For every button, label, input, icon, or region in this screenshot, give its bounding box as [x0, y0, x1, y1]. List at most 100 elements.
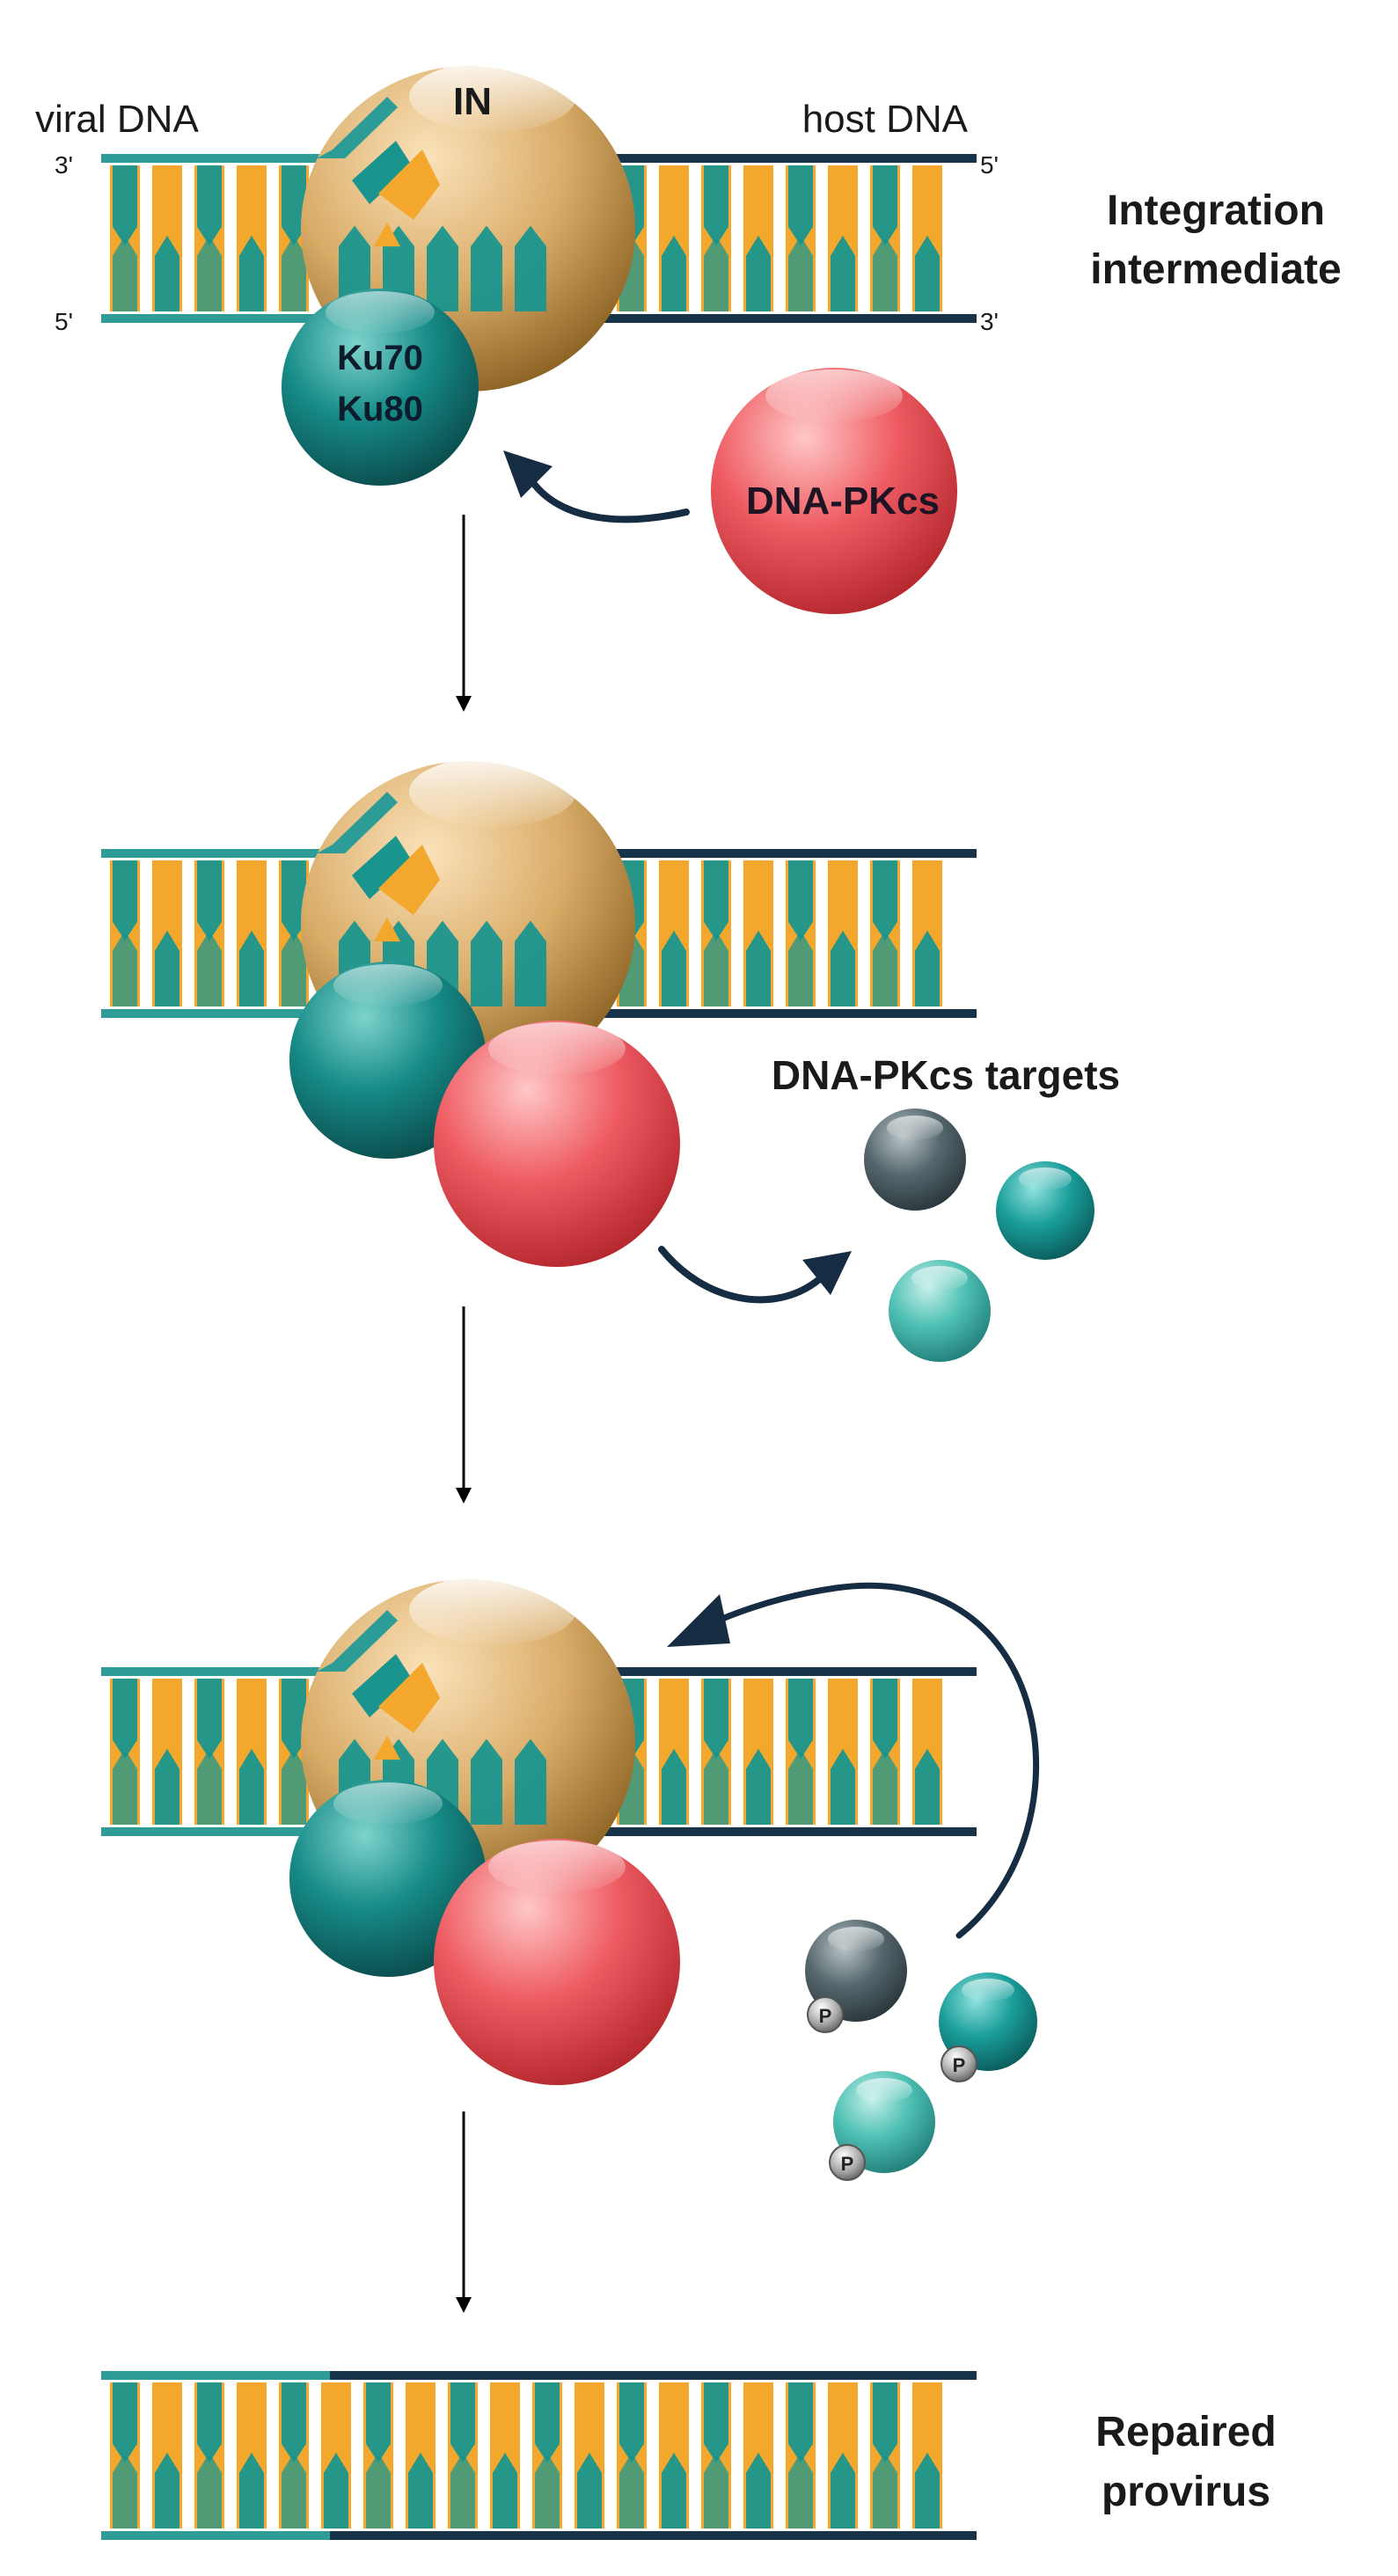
base-pair-teal [155, 1748, 179, 1825]
integration-title-line2: intermediate [1090, 246, 1341, 293]
base-pair-teal [788, 930, 813, 1006]
base-pair-teal [704, 2382, 728, 2463]
ku-protein [289, 1780, 487, 1977]
base-pair [374, 222, 400, 247]
base-pair-teal [197, 235, 222, 311]
dna-pkcs-protein [434, 1021, 680, 1267]
in-label: IN [453, 80, 492, 123]
bead-highlight [887, 1116, 943, 1140]
base-pair-teal [113, 2382, 137, 2463]
base-pair-teal [788, 2452, 813, 2528]
base-pair-teal [282, 235, 306, 311]
base-pair-teal [831, 930, 855, 1006]
phospho-tag: P [941, 2045, 977, 2082]
base-pair-teal [619, 2382, 644, 2463]
base-pair-teal [427, 225, 458, 311]
protein-highlight [765, 370, 903, 422]
base-pair-teal [471, 1738, 502, 1825]
host-strand-top [563, 1667, 977, 1676]
base-pair-teal [873, 235, 897, 311]
base-pair-teal [282, 2382, 306, 2463]
base-pair-teal [915, 2452, 940, 2528]
base-pair-teal [535, 2382, 560, 2463]
base-pair-teal [873, 2452, 897, 2528]
base-pair-teal [619, 2452, 644, 2528]
base-pair-teal [746, 930, 771, 1006]
base-pair-teal [282, 930, 306, 1006]
integration-title-line1: Integration [1107, 187, 1325, 234]
base-pair-teal [239, 2452, 264, 2528]
protein-highlight [333, 1782, 443, 1825]
viral-strand-top [101, 849, 330, 858]
dna-pkcs-protein [711, 368, 957, 614]
bead-highlight [911, 1266, 968, 1291]
base-pair-teal [662, 235, 686, 311]
base-pair-teal [704, 1679, 728, 1760]
dna-ladder [101, 1667, 977, 1836]
phospho-tag-label: P [841, 2153, 854, 2175]
base-pair-teal [239, 235, 264, 311]
base-pair-teal [788, 1679, 813, 1760]
base-pair-teal [704, 235, 728, 311]
base-pair-teal [239, 1748, 264, 1825]
host-strand-top [563, 849, 977, 858]
target-mint-phosphorylated [833, 2071, 935, 2173]
base-pair-teal [197, 1679, 222, 1760]
protein-highlight [409, 757, 576, 827]
base-pair-teal [197, 2382, 222, 2463]
target-gray [864, 1109, 966, 1211]
feedback-arrowhead [667, 1594, 730, 1647]
protein-highlight [326, 291, 435, 333]
protein-highlight [488, 1022, 626, 1075]
target-mint [889, 1260, 991, 1362]
dna-pkcs-targets-label: DNA-PKcs targets [772, 1052, 1120, 1098]
base-pair-teal [113, 1748, 137, 1825]
base-pair-teal [408, 2452, 433, 2528]
base-pair-teal [873, 930, 897, 1006]
base-pair-teal [352, 141, 412, 204]
base-pair-teal [471, 225, 502, 311]
base-pair-teal [282, 165, 306, 246]
target-gray-phosphorylated [805, 1920, 907, 2022]
base-pair [378, 150, 440, 220]
base-pair-teal [366, 2382, 391, 2463]
base-pair-teal [535, 2452, 560, 2528]
viral-3-end [317, 1610, 398, 1672]
base-pair-teal [324, 2452, 348, 2528]
host-strand-bottom [563, 314, 977, 323]
base-pair-teal [662, 930, 686, 1006]
base-pair-teal [282, 2452, 306, 2528]
base-pair-teal [662, 1748, 686, 1825]
base-pair-teal [450, 2452, 475, 2528]
base-pair-teal [704, 2452, 728, 2528]
repaired-title-line2: provirus [1102, 2469, 1270, 2515]
base-pair-teal [662, 2452, 686, 2528]
base-pair-teal [788, 2382, 813, 2463]
base-pair-teal [339, 225, 370, 311]
panel-repaired-provirus: Repaired provirus [101, 2371, 1277, 2540]
base-pair-teal [197, 2452, 222, 2528]
base-pair-teal [113, 860, 137, 941]
base-pair-teal [704, 860, 728, 941]
viral-3-prime-label: 3' [55, 151, 73, 179]
phospho-tag: P [829, 2144, 866, 2181]
phosphorylation-arrow [658, 1246, 822, 1304]
viral-dna-label: viral DNA [35, 98, 199, 141]
base-pair-teal [113, 1679, 137, 1760]
base-pair-teal [873, 1679, 897, 1760]
recruitment-arrow [524, 472, 690, 523]
dna-ladder-repaired [101, 2371, 977, 2540]
panel-integration-intermediate: IN Ku70 Ku80 viral DNA host DNA 3' 5' 5'… [35, 62, 1342, 614]
protein-highlight [409, 1575, 576, 1645]
ku70-label: Ku70 [337, 339, 423, 377]
base-pair-teal [831, 235, 855, 311]
base-pair-teal [471, 920, 502, 1006]
viral-strand-top [101, 2371, 330, 2380]
phospho-tag-circle [807, 1996, 844, 2033]
ku80-label: Ku80 [337, 390, 423, 428]
base-pair-teal [282, 1748, 306, 1825]
phospho-tag: P [807, 1996, 844, 2033]
host-strand-bottom [563, 1827, 977, 1836]
base-pair [374, 917, 400, 942]
base-pair-teal [831, 2452, 855, 2528]
